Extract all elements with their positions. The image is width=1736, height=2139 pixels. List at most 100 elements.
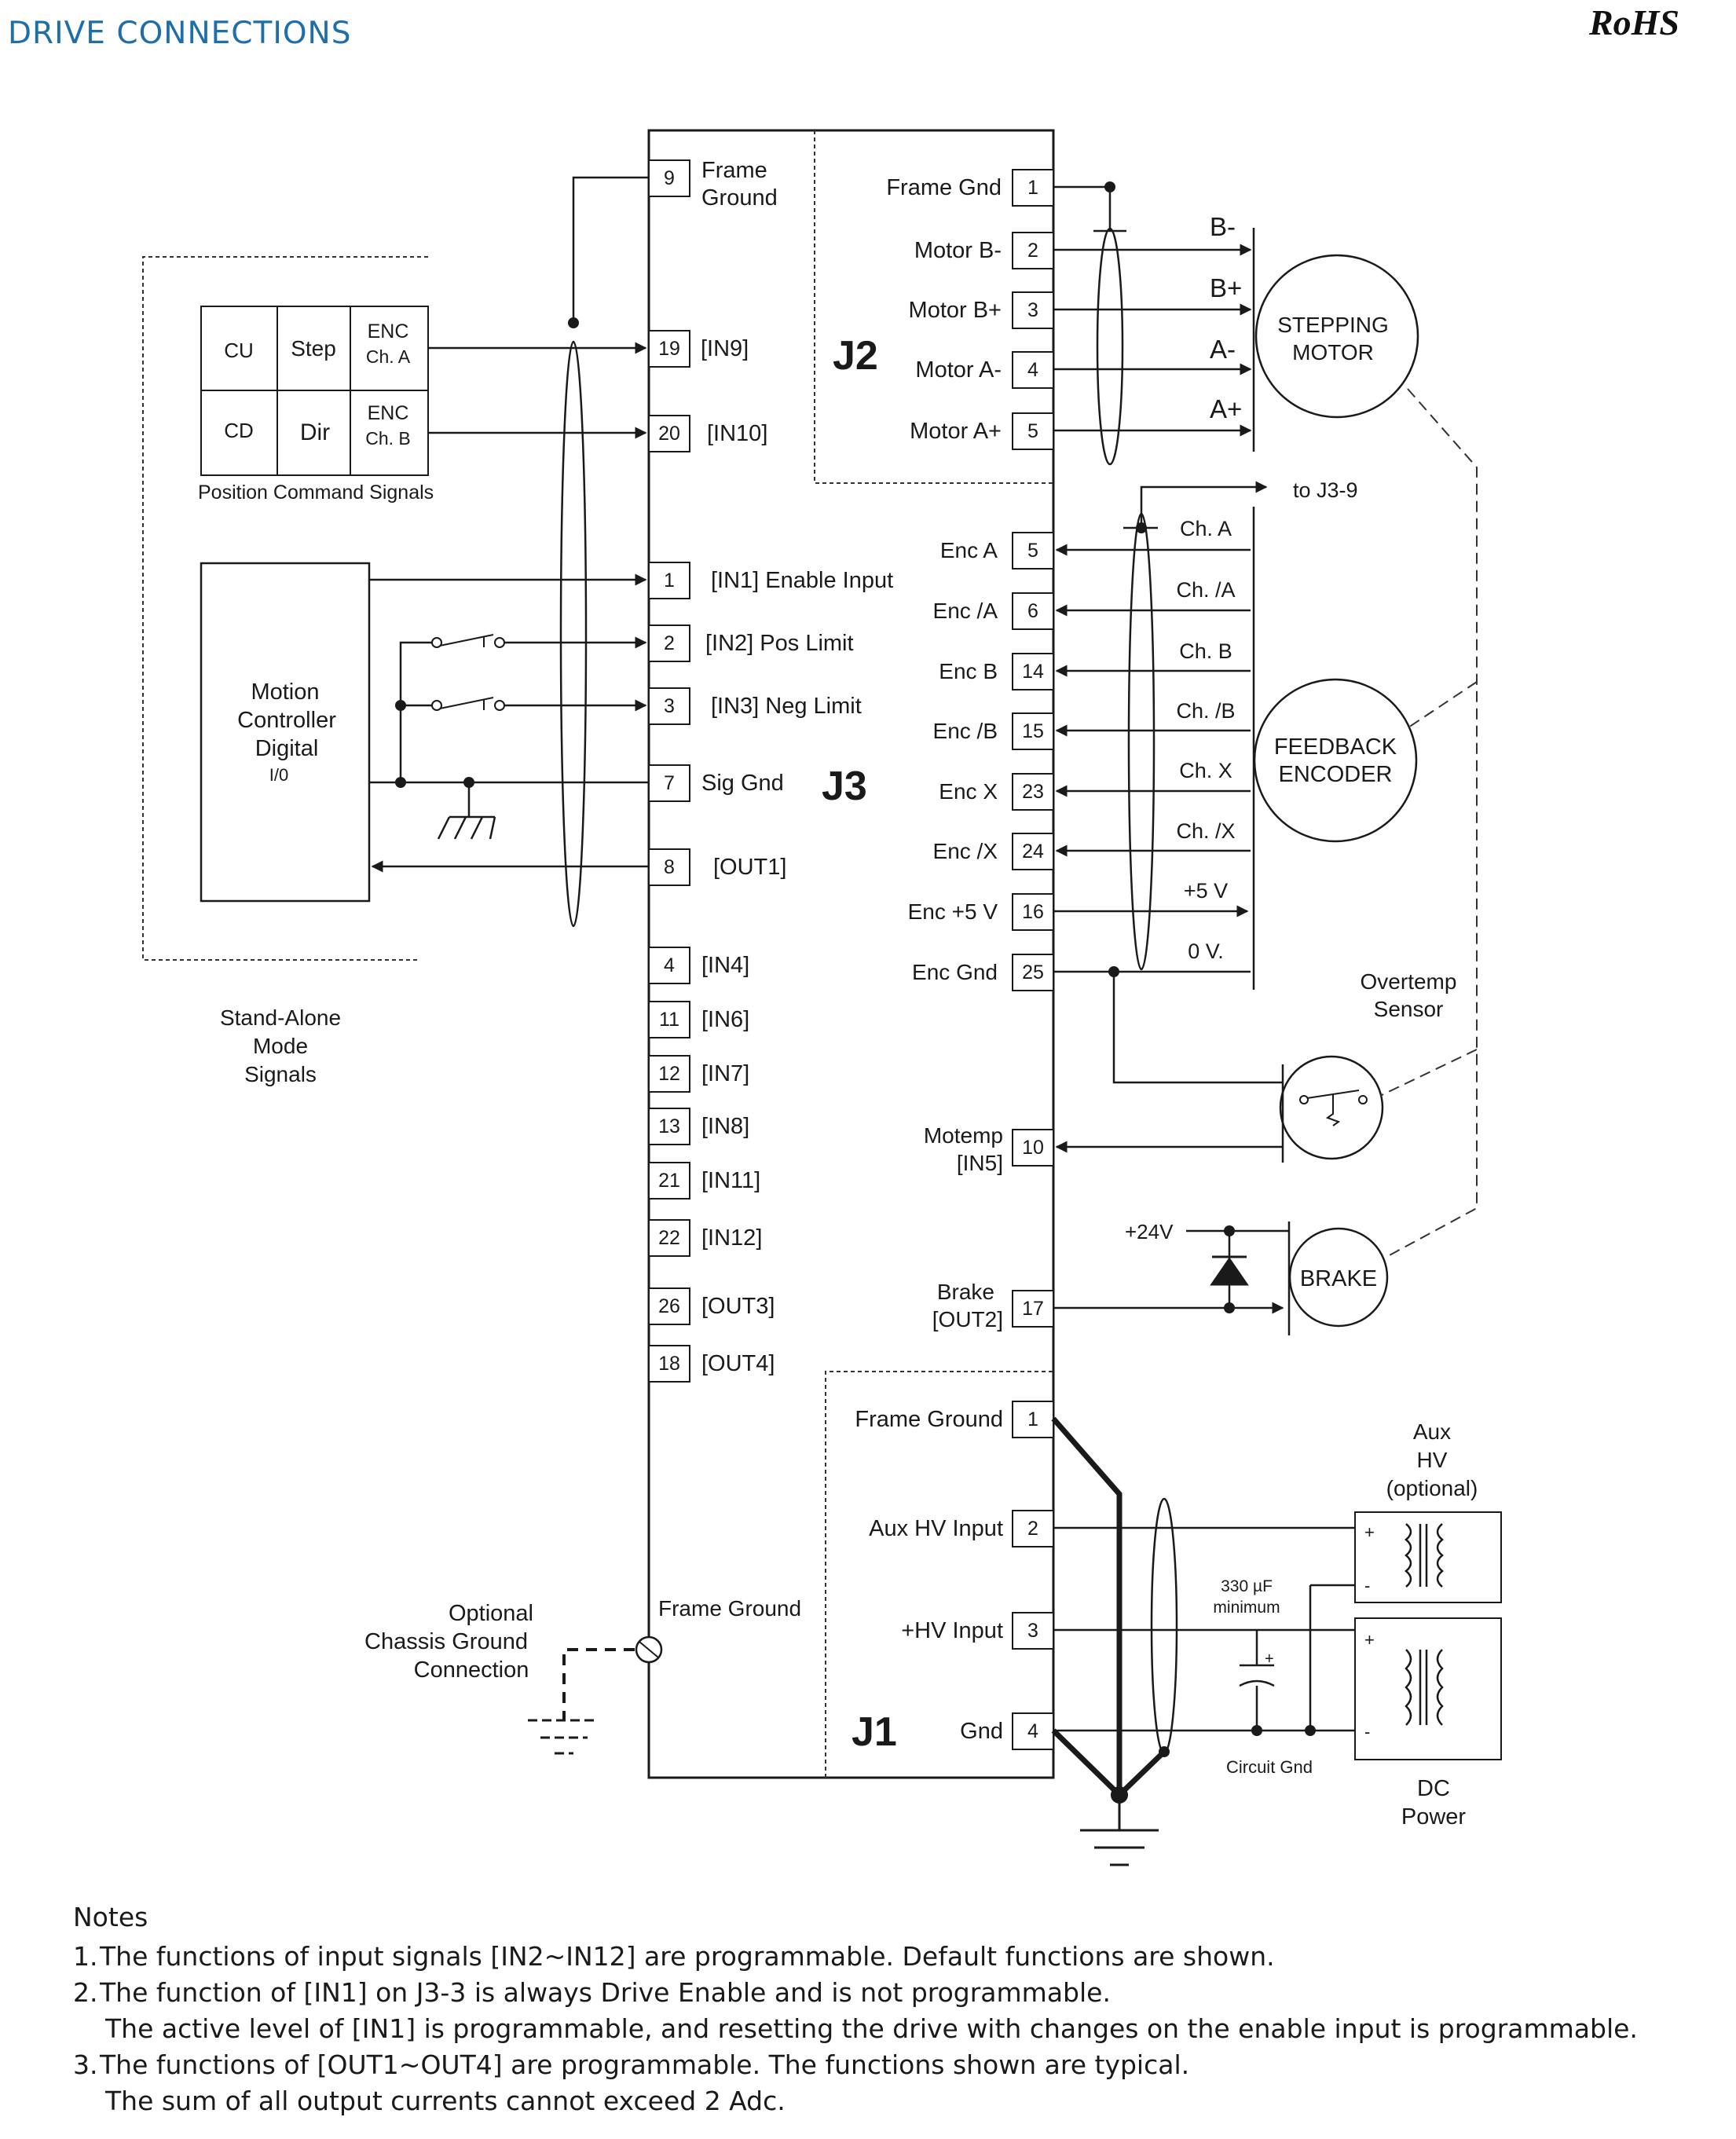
position-command-table — [200, 306, 429, 476]
motion-controller-line-1: Motion — [251, 679, 319, 705]
stepping-motor-line-1: STEPPING — [1277, 313, 1389, 337]
pin-number: 9 — [664, 167, 675, 189]
note-continuation: The sum of all output currents cannot ex… — [105, 2086, 786, 2116]
pin-number: 2 — [1027, 1518, 1038, 1540]
encoder-channel-label: Ch. B — [1179, 639, 1232, 663]
motion-controller-line-3: Digital — [255, 736, 319, 761]
notes-section: Notes 1. The functions of input signals … — [73, 1899, 1638, 2119]
standalone-line-1: Stand-Alone — [220, 1005, 341, 1030]
chassis-earth-icon — [528, 1719, 599, 1755]
pin-number: 2 — [664, 632, 675, 654]
cmd-cell-enc-b: ENC — [368, 402, 409, 424]
pin-label: Enc A — [940, 538, 998, 562]
pin-j3-right: 24 — [1012, 833, 1054, 870]
j1-region — [825, 1371, 1053, 1778]
cmd-cell-cha: Ch. A — [366, 346, 411, 367]
encoder-channel-labels: Ch. ACh. /ACh. BCh. /BCh. XCh. /X+5 V0 V… — [1176, 517, 1235, 963]
pin-label: [OUT3] — [701, 1294, 775, 1319]
pin-label: Frame Ground — [855, 1407, 1003, 1432]
pin-number: 4 — [664, 954, 675, 976]
note-item: 1. The functions of input signals [IN2~I… — [73, 1939, 1638, 1975]
chassis-ground-icon — [437, 815, 496, 840]
pin-number: 8 — [664, 856, 675, 878]
pin-j2-right: 1 — [1012, 169, 1054, 207]
pin-j3-left: 21 — [648, 1162, 690, 1200]
pin-j3-left: 22 — [648, 1219, 690, 1257]
pin-number: 3 — [1027, 299, 1038, 321]
pin-number: 16 — [1022, 901, 1044, 923]
pin-j2-left: 19 — [648, 330, 690, 368]
encoder-channel-label: +5 V — [1184, 879, 1228, 903]
j1-title: J1 — [852, 1709, 897, 1755]
pos-limit-switch — [431, 634, 505, 648]
chassis-ground-wire — [562, 1648, 635, 1720]
motion-controller-line-4: I/0 — [269, 765, 288, 785]
pin-number: 14 — [1022, 661, 1044, 683]
feedback-encoder-line-2: ENCODER — [1278, 762, 1392, 787]
pin-j3-motemp: 10 — [1012, 1129, 1054, 1167]
pin-label: [IN1] Enable Input — [711, 568, 893, 593]
pin-number: 5 — [1027, 540, 1038, 562]
pin-number: 3 — [1027, 1620, 1038, 1642]
encoder-channel-label: Ch. /A — [1176, 578, 1235, 602]
pin-j3-left: 8 — [648, 848, 690, 886]
pin-j1: 3 — [1012, 1612, 1054, 1650]
pin-j3-right: 15 — [1012, 712, 1054, 750]
pin-label: Enc /B — [933, 719, 998, 743]
left-wiring — [369, 176, 649, 928]
pin-label: [IN4] — [701, 953, 749, 978]
dc-line-2: Power — [1401, 1804, 1467, 1830]
feedback-encoder-icon — [1253, 678, 1418, 843]
chassis-line-2: Chassis Ground — [364, 1629, 528, 1654]
motor-wire-a-plus: A+ — [1210, 394, 1242, 423]
pin-label: Frame Gnd — [886, 175, 1002, 200]
cmd-cell-cu: CU — [224, 339, 254, 362]
pin-number: 22 — [658, 1227, 680, 1249]
pin-j3-right: 16 — [1012, 893, 1054, 931]
motemp-label-1: Motemp — [924, 1123, 1003, 1148]
standalone-region — [142, 256, 428, 961]
pin-number: 12 — [658, 1063, 680, 1085]
note-text: The functions of input signals [IN2~IN12… — [100, 1941, 1275, 1972]
pin-j2-right: 3 — [1012, 291, 1054, 329]
pin-label: [IN12] — [701, 1225, 762, 1251]
pin-j1: 1 — [1012, 1401, 1054, 1438]
pin-j3-left: 3 — [648, 687, 690, 725]
pin-number: 26 — [658, 1295, 680, 1317]
pin-j3-left: 18 — [648, 1345, 690, 1383]
neg-limit-switch — [431, 697, 505, 711]
pin-j3-right: 6 — [1012, 592, 1054, 630]
aux-line-2: HV — [1417, 1448, 1448, 1472]
pin-j3-left: 12 — [648, 1055, 690, 1093]
cmd-cell-step: Step — [291, 336, 336, 361]
aux-line-1: Aux — [1413, 1419, 1451, 1444]
note-number: 1. — [73, 1941, 98, 1972]
pin-j2-right: 5 — [1012, 412, 1054, 450]
pin-number: 4 — [1027, 359, 1038, 381]
pin-j3-right: 14 — [1012, 653, 1054, 690]
pin-j3-left: 13 — [648, 1108, 690, 1145]
pin-number: 7 — [664, 772, 675, 794]
pin-label: Enc +5 V — [908, 899, 998, 924]
pin-label: [OUT4] — [701, 1351, 775, 1376]
cmd-cell-dir: Dir — [300, 419, 330, 445]
pin-number: 5 — [1027, 420, 1038, 442]
j1-frame-ground-label: Frame Ground — [658, 1596, 801, 1621]
motemp-label-2: [IN5] — [957, 1151, 1003, 1175]
pin-label: Sig Gnd — [701, 771, 784, 796]
pin-j3-left: 1 — [648, 562, 690, 599]
pin-j3-left: 7 — [648, 764, 690, 802]
pin-label: Gnd — [960, 1719, 1003, 1744]
standalone-line-2: Mode — [253, 1034, 308, 1058]
pin-label: Motor A- — [915, 357, 1002, 383]
stepping-motor-icon — [1254, 254, 1419, 419]
aux-plus: + — [1364, 1522, 1375, 1542]
pin-number: 1 — [1027, 177, 1038, 199]
encoder-channel-label: Ch. /X — [1176, 819, 1235, 843]
pin-label: Enc X — [939, 779, 998, 804]
power-wiring — [1053, 1497, 1355, 1755]
pin-number: 6 — [1027, 600, 1038, 622]
cap-value-label: 330 µF — [1221, 1577, 1273, 1595]
dc-transformer-icon — [1405, 1649, 1444, 1726]
